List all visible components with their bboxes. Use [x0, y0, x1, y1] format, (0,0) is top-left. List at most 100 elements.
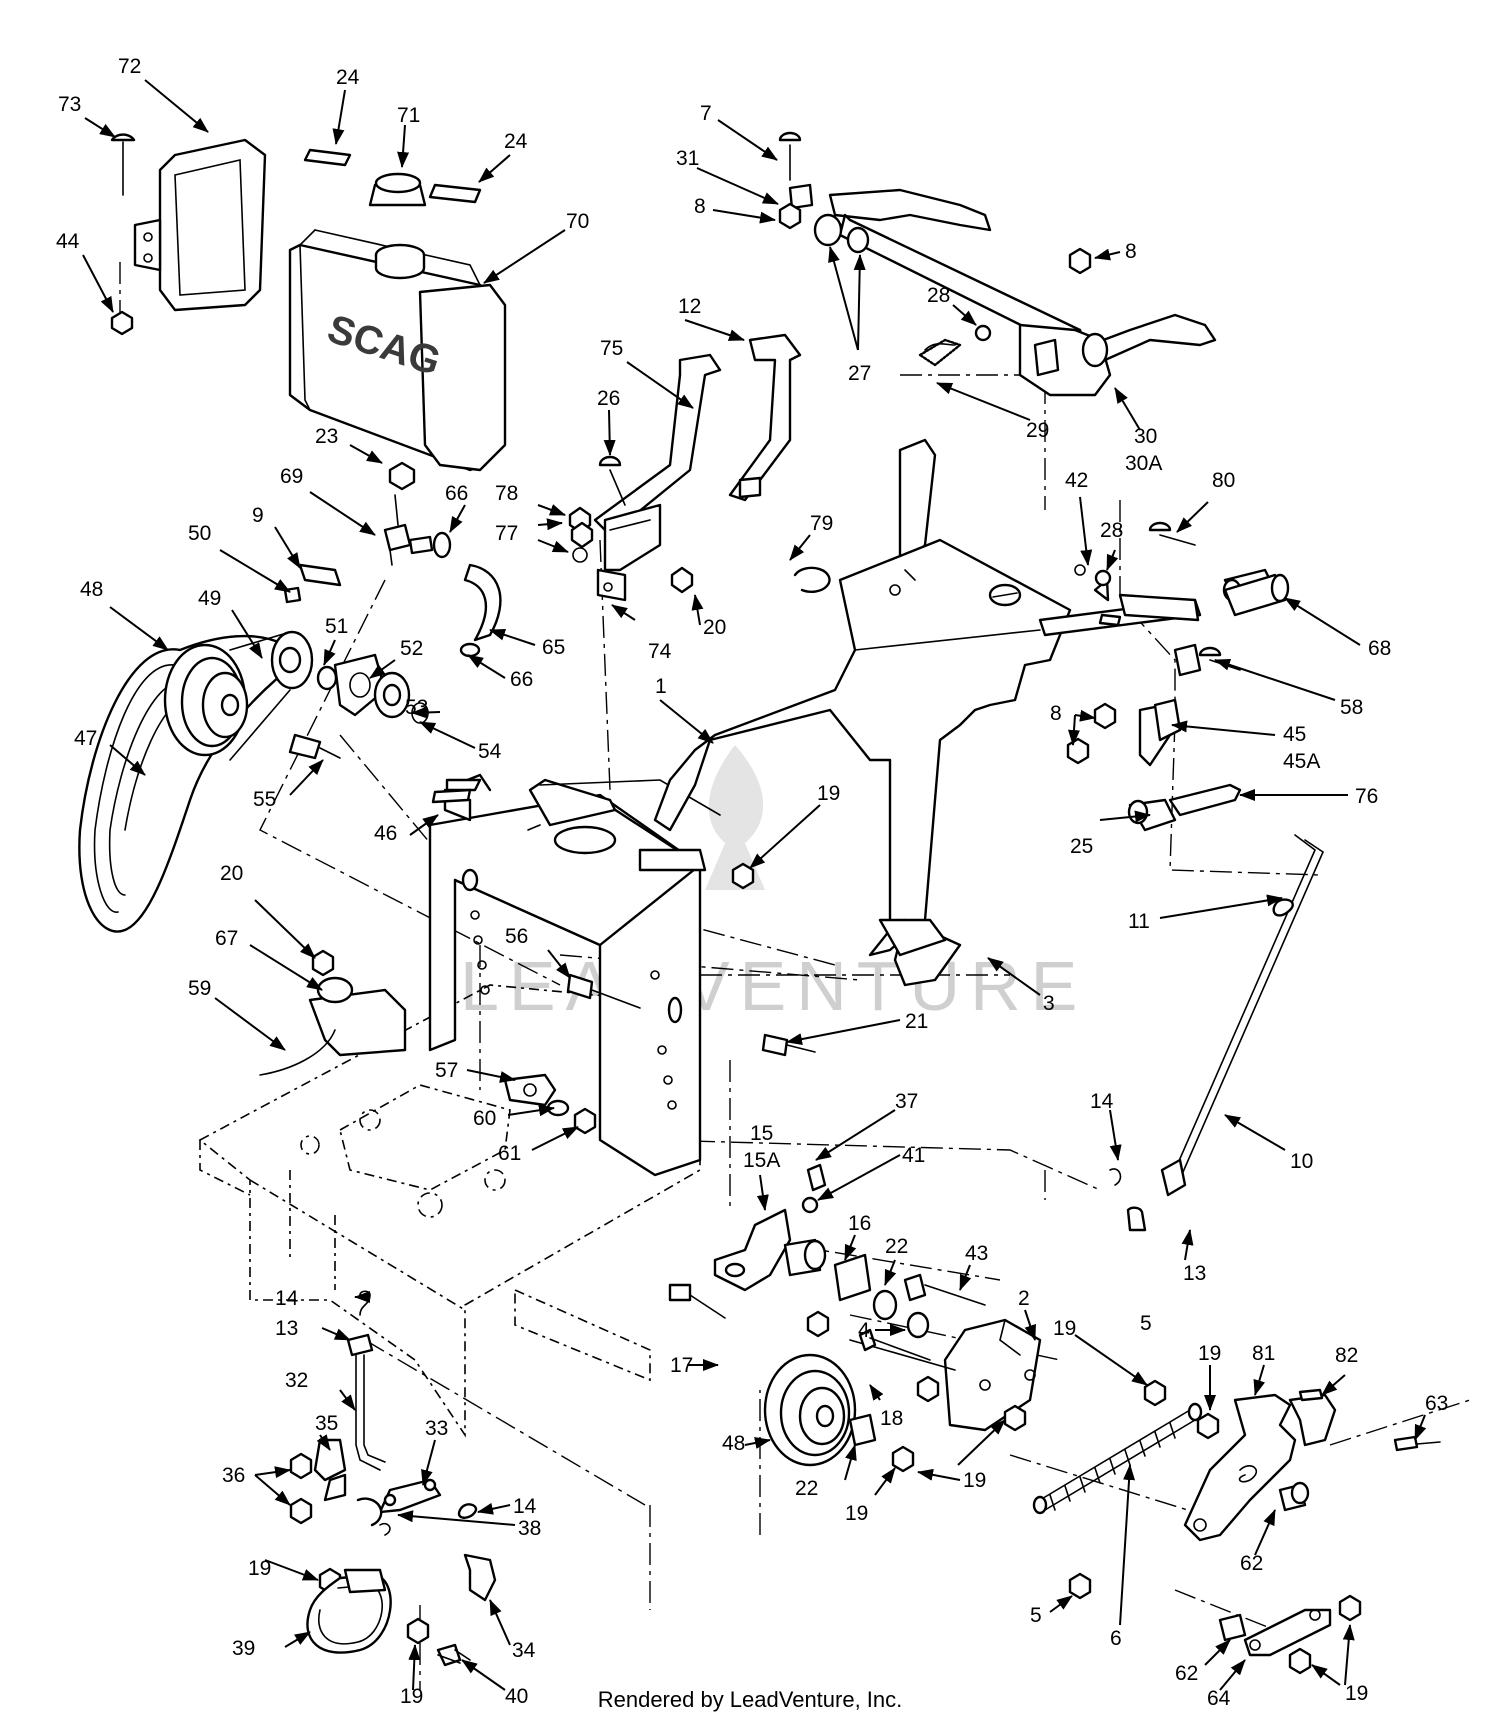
callout-label: 8 [1050, 702, 1062, 725]
callout-label: 61 [498, 1142, 521, 1165]
callout-label: 58 [1340, 696, 1363, 719]
callout-label: 16 [848, 1212, 871, 1235]
callout-label: 77 [495, 522, 518, 545]
callout-label: 17 [670, 1354, 693, 1377]
callout-label: 55 [253, 788, 276, 811]
decal [433, 790, 470, 802]
callout-label: 59 [188, 977, 211, 1000]
callout-label: 2 [1018, 1287, 1030, 1310]
callout-label: 53 [405, 696, 428, 719]
callout-label: 72 [118, 55, 141, 78]
callout-label: 45 [1283, 723, 1306, 746]
callout-label: 19 [1053, 1317, 1076, 1340]
callout-label: 71 [397, 104, 420, 127]
callout-label: 24 [504, 130, 528, 153]
steering-column [655, 440, 1275, 985]
callout-label: 32 [285, 1369, 308, 1392]
callout-label: 68 [1368, 637, 1391, 660]
callout-label: 81 [1252, 1342, 1275, 1365]
callout-label: 5 [1030, 1604, 1042, 1627]
callout-label: 43 [965, 1242, 988, 1265]
watermark-text: LEADVENTURE [460, 947, 1087, 1025]
callout-label: 19 [248, 1557, 271, 1580]
steering-lever-upper [780, 133, 1215, 395]
callout-label: 79 [810, 512, 833, 535]
callout-label: 4 [858, 1319, 870, 1342]
callout-label: 37 [895, 1090, 918, 1113]
callout-label: 36 [222, 1464, 245, 1487]
callout-label: 42 [1065, 469, 1088, 492]
lower-pulley [765, 1355, 913, 1471]
callout-label: 45A [1283, 750, 1320, 773]
callout-label: 74 [648, 640, 672, 663]
callout-label: 49 [198, 587, 221, 610]
callout-label: 75 [600, 337, 623, 360]
callout-label: 52 [400, 637, 423, 660]
callout-label: 25 [1070, 835, 1093, 858]
callout-label: 69 [280, 465, 303, 488]
callout-label: 41 [902, 1144, 925, 1167]
callout-label: 11 [1128, 910, 1150, 933]
callout-label: 18 [880, 1407, 903, 1430]
callout-labels: 72 73 44 24 71 24 70 7 31 8 27 8 28 29 3… [56, 55, 1448, 1710]
callout-label: 31 [676, 147, 699, 170]
callout-label: 10 [1290, 1150, 1313, 1173]
fuel-tank: SCAG [290, 150, 505, 470]
callout-label: 14 [513, 1495, 537, 1518]
callout-label: 29 [1026, 419, 1049, 442]
callout-label: 3 [1043, 992, 1055, 1015]
callout-label: 39 [232, 1637, 255, 1660]
callout-label: 13 [1183, 1262, 1206, 1285]
callout-label: 14 [1090, 1090, 1114, 1113]
callout-label: 26 [597, 387, 620, 410]
callout-label: 50 [188, 522, 211, 545]
callout-label: 78 [495, 482, 518, 505]
callout-label: 70 [566, 210, 589, 233]
callout-label: 14 [275, 1287, 299, 1310]
callout-label: 64 [1207, 1687, 1231, 1710]
brake-lever [1185, 1390, 1440, 1673]
tank-bracket [112, 135, 265, 334]
callout-label: 28 [1100, 519, 1123, 542]
idler-bracket [670, 1165, 985, 1337]
callout-label: 22 [885, 1235, 908, 1258]
callout-label: 57 [435, 1059, 458, 1082]
callout-label: 22 [795, 1477, 818, 1500]
callout-label: 15A [743, 1149, 780, 1172]
callout-label: 24 [336, 66, 360, 89]
callout-label: 13 [275, 1317, 298, 1340]
cable-bracket [260, 951, 815, 1133]
callout-label: 9 [252, 504, 264, 527]
callout-label: 28 [927, 284, 950, 307]
callout-label: 51 [325, 615, 348, 638]
callout-label: 30 [1134, 425, 1157, 448]
callout-label: 46 [374, 822, 397, 845]
upper-pulley-group [79, 565, 428, 932]
footer-credit: Rendered by LeadVenture, Inc. [597, 1687, 903, 1712]
callout-label: 30A [1125, 452, 1162, 475]
brake-linkage [291, 1291, 495, 1665]
callout-label: 6 [1110, 1627, 1122, 1650]
callout-label: 12 [678, 295, 701, 318]
callout-label: 44 [56, 230, 80, 253]
callout-label: 20 [703, 616, 726, 639]
callout-label: 62 [1240, 1552, 1263, 1575]
tension-spring [1034, 1381, 1218, 1598]
callout-label: 19 [1198, 1342, 1221, 1365]
watermark-flame-icon [705, 745, 765, 890]
pivot-bracket [733, 700, 1240, 888]
callout-label: 82 [1335, 1344, 1358, 1367]
callout-label: 66 [445, 482, 468, 505]
callout-label: 8 [1125, 240, 1137, 263]
callout-label: 76 [1355, 785, 1378, 808]
callout-label: 19 [963, 1469, 986, 1492]
callout-label: 56 [505, 925, 528, 948]
callout-label: 20 [220, 862, 243, 885]
callout-label: 19 [1345, 1682, 1368, 1705]
control-rod [1110, 835, 1323, 1230]
callout-label: 19 [400, 1685, 423, 1708]
callout-label: 1 [655, 675, 667, 698]
frame-plate [430, 775, 720, 1175]
callout-label: 67 [215, 927, 238, 950]
